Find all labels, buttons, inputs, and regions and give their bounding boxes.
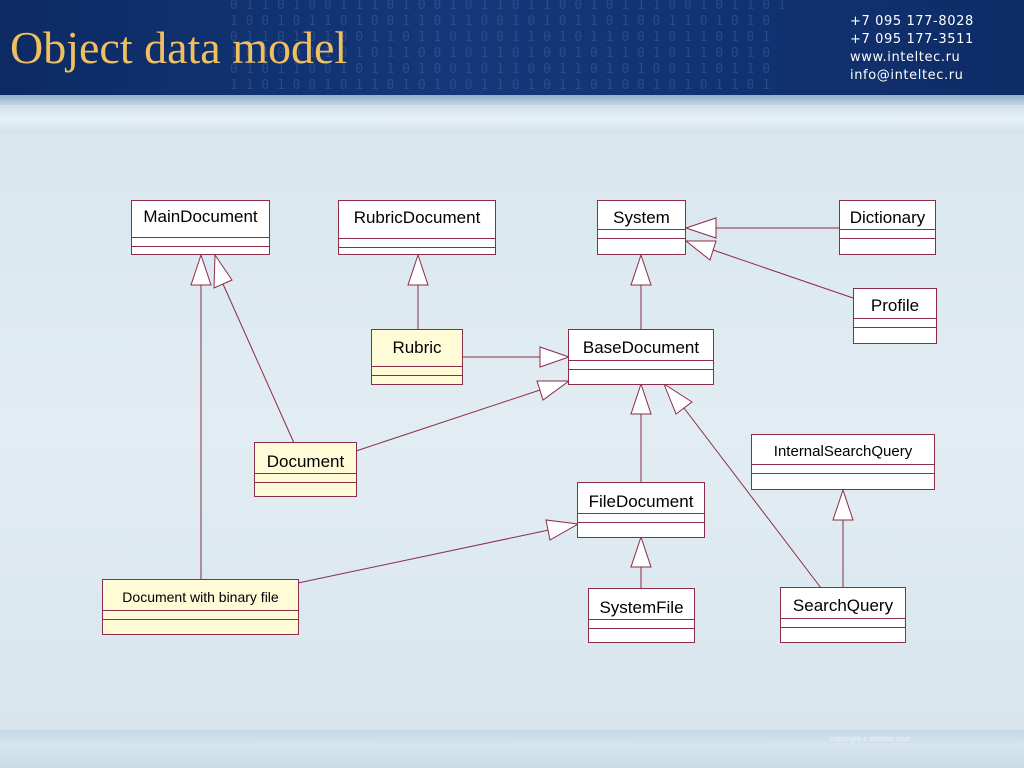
connector-searchquery-to-basedocument [683,407,822,589]
class-name: RubricDocument [353,208,481,227]
class-name: MainDocument [143,207,258,226]
arrowhead-filedocument-from-systemfile [630,535,652,568]
arrowhead-basedocument-from-filedocument [630,382,652,415]
footer-band [0,730,1024,768]
attributes-divider [781,618,905,619]
contact-phone-1: +7 095 177-8028 [850,14,974,29]
attributes-divider [132,237,269,238]
attributes-divider [372,366,462,367]
class-name: Profile [870,296,920,315]
connector-document-to-basedocument [355,389,541,452]
arrowhead-maindocument-from-binaryfile [190,253,212,286]
arrowhead-basedocument-from-searchquery [662,382,693,415]
attributes-divider [578,513,704,514]
attributes-divider [569,360,713,361]
connector-profile-to-system [712,249,854,299]
methods-divider [255,482,356,483]
methods-divider [840,238,935,239]
binary-background-pattern: 0 1 1 0 1 0 0 1 1 1 0 1 0 0 1 0 1 1 0 1 … [230,0,786,93]
contact-phone-2: +7 095 177-3511 [850,32,974,47]
attributes-divider [840,229,935,230]
copyright-text: copyright c inteltec plus [830,736,911,743]
attributes-divider [589,619,694,620]
methods-divider [598,238,685,239]
arrowhead-system-from-profile [684,240,717,261]
class-name: System [613,208,670,227]
header-band [0,105,1024,133]
attributes-divider [752,464,934,465]
class-name: Rubric [392,338,442,357]
methods-divider [103,619,298,620]
class-dictionary[interactable]: Dictionary [839,200,936,255]
arrowhead-basedocument-from-document [536,380,571,401]
arrowhead-internalsearchquery [832,488,854,521]
class-file-document[interactable]: FileDocument [577,482,705,538]
connector-binaryfile-to-filedocument [297,529,550,584]
header-divider [0,95,1024,105]
class-name: SystemFile [599,598,684,617]
methods-divider [578,522,704,523]
attributes-divider [103,610,298,611]
methods-divider [339,247,495,248]
arrowhead-basedocument-from-rubric [539,346,571,368]
slide-title: Object data model [10,22,348,73]
methods-divider [569,369,713,370]
arrowhead-filedocument-from-binaryfile [545,519,580,541]
methods-divider [372,375,462,376]
attributes-divider [598,229,685,230]
connector-document-to-maindocument [222,283,295,444]
methods-divider [589,628,694,629]
class-name: Document [266,452,345,471]
class-name: InternalSearchQuery [773,443,913,460]
class-rubric-document[interactable]: RubricDocument [338,200,496,255]
contact-email: info@inteltec.ru [850,68,964,83]
class-name: SearchQuery [792,596,894,615]
class-main-document[interactable]: MainDocument [131,200,270,255]
methods-divider [132,246,269,247]
class-system-file[interactable]: SystemFile [588,588,695,643]
class-rubric[interactable]: Rubric [371,329,463,385]
arrowhead-rubricdocument [407,253,429,286]
methods-divider [781,627,905,628]
class-name: BaseDocument [582,338,700,357]
class-system[interactable]: System [597,200,686,255]
contact-website: www.inteltec.ru [850,50,961,65]
contact-info: +7 095 177-8028 +7 095 177-3511 www.inte… [850,13,974,85]
attributes-divider [339,238,495,239]
arrowhead-system-from-basedocument [630,253,652,286]
class-name: Dictionary [849,208,926,227]
methods-divider [752,473,934,474]
attributes-divider [255,473,356,474]
class-search-query[interactable]: SearchQuery [780,587,906,643]
methods-divider [854,327,936,328]
class-profile[interactable]: Profile [853,288,937,344]
attributes-divider [854,318,936,319]
class-name: Document with binary file [122,589,279,605]
class-document-with-binary-file[interactable]: Document with binary file [102,579,299,635]
arrowhead-maindocument-from-document [213,253,233,289]
arrowhead-system-from-dictionary [684,217,717,239]
header-banner: 0 1 1 0 1 0 0 1 1 1 0 1 0 0 1 0 1 1 0 1 … [0,0,1024,95]
class-internal-search-query[interactable]: InternalSearchQuery [751,434,935,490]
class-document[interactable]: Document [254,442,357,497]
class-name: FileDocument [588,492,694,511]
class-base-document[interactable]: BaseDocument [568,329,714,385]
